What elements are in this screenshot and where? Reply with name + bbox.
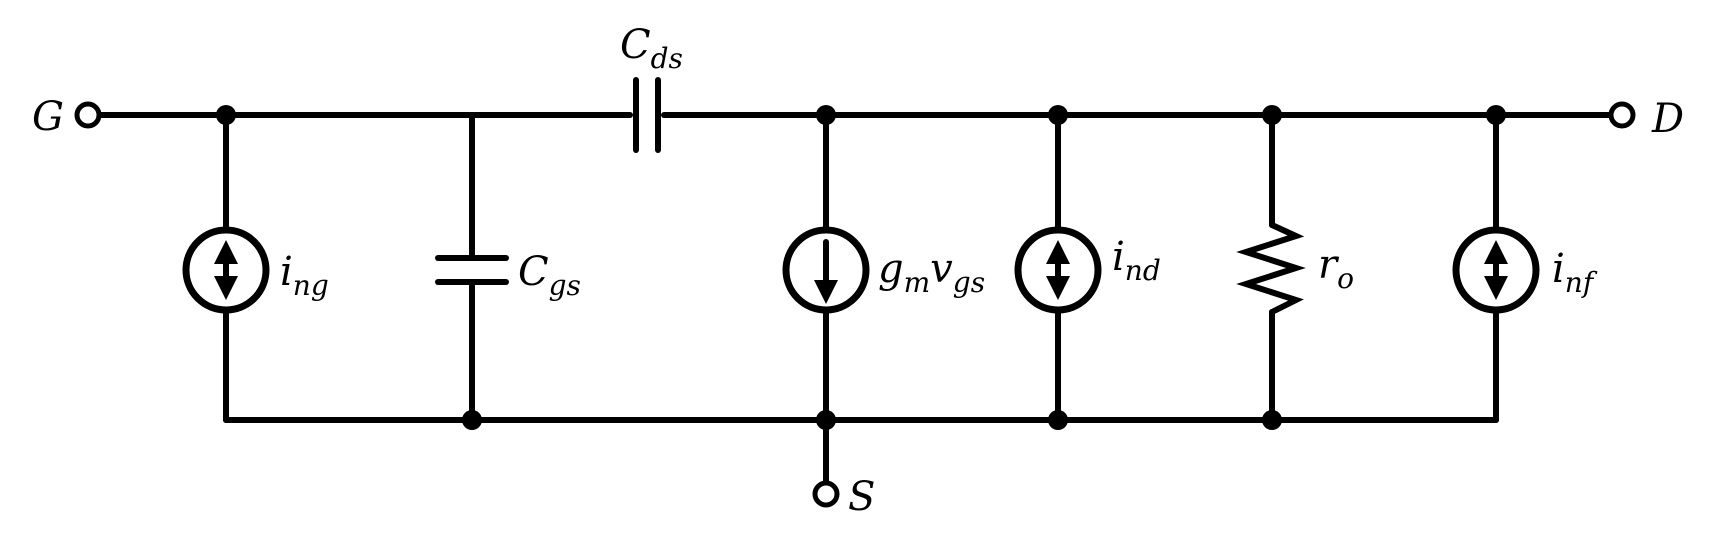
junction-dot [1262, 410, 1282, 430]
junction-dot [462, 410, 482, 430]
source-terminal [812, 480, 840, 508]
drain-terminal [1608, 101, 1636, 129]
cgs-label: Cgs [518, 249, 581, 302]
ing-label: ing [280, 249, 329, 302]
ing-noise-source [182, 112, 270, 423]
drain-label: D [1651, 96, 1684, 142]
gm-vgs-label: gmvgs [878, 246, 985, 299]
ro-label: ro [1318, 242, 1354, 295]
gate-label: G [32, 94, 64, 140]
inf-noise-source [1452, 112, 1540, 423]
cds-label: Cds [620, 22, 683, 75]
junction-dot [816, 410, 836, 430]
ind-noise-source [1014, 112, 1102, 423]
ind-label: ind [1112, 234, 1161, 287]
inf-label: inf [1552, 246, 1598, 299]
cds-capacitor [633, 77, 661, 153]
junction-dot [216, 105, 236, 125]
source-label: S [848, 474, 875, 520]
junction-dot [1048, 105, 1068, 125]
cgs-capacitor [435, 112, 509, 423]
junction-dot [1048, 410, 1068, 430]
gate-terminal [74, 101, 102, 129]
junction-dot [1486, 105, 1506, 125]
junction-dot [816, 105, 836, 125]
ro-resistor [1236, 112, 1306, 423]
gm-dependent-source [782, 112, 870, 423]
junction-dot [1262, 105, 1282, 125]
